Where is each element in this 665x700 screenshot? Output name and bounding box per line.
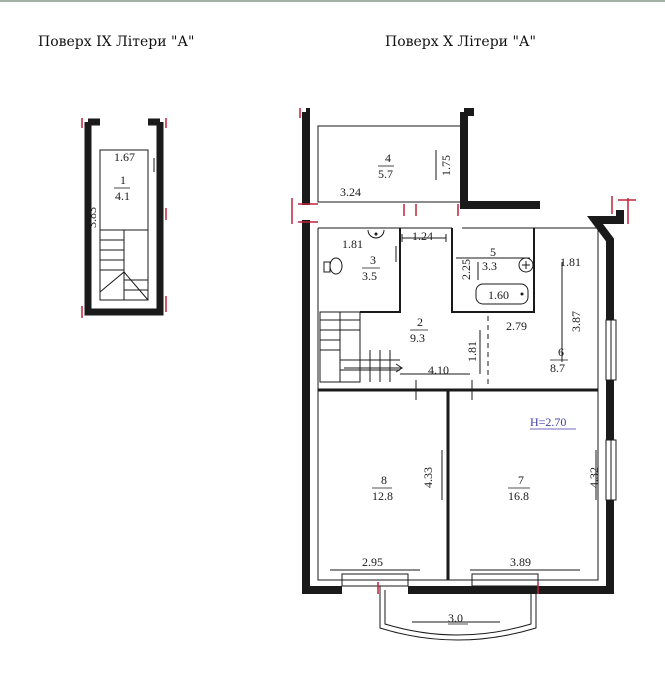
floor-10-heading: Поверх X Літери "А" [385, 34, 536, 50]
room-6-area: 8.7 [550, 361, 565, 375]
room-2-number: 2 [417, 315, 423, 329]
floor-9-room-1-number: 1 [120, 173, 126, 187]
toilet [329, 257, 343, 275]
floor-9-room-1-area: 4.1 [115, 189, 130, 203]
room-5-number: 5 [490, 245, 496, 259]
dim-3-24: 3.24 [340, 185, 361, 199]
room-7-number: 7 [518, 473, 524, 487]
room-4-outline [317, 125, 465, 203]
dim-4-32: 4.32 [587, 467, 601, 488]
floor-10-outer-wall [302, 108, 624, 594]
room-2-area: 9.3 [410, 331, 425, 345]
floor-10-stair [319, 311, 403, 383]
balcony-inner [384, 590, 532, 636]
dim-2-25: 2.25 [459, 259, 473, 280]
floor-10-wall-marks [291, 108, 636, 594]
dim-1-81-hall: 1.81 [465, 341, 479, 362]
room-4-number: 4 [385, 151, 391, 165]
dim-3-0: 3.0 [448, 611, 463, 625]
room-5-label: 5 3.3 [482, 245, 497, 273]
room-6-number: 6 [558, 345, 564, 359]
dim-4-10: 4.10 [428, 363, 449, 377]
balcony-outline [379, 586, 537, 641]
bathtub-drain [520, 292, 524, 296]
room-8-label: 8 12.8 [372, 473, 393, 503]
room-3-number: 3 [370, 253, 376, 267]
room-8-number: 8 [381, 473, 387, 487]
dim-1-24: 1.24 [412, 229, 433, 243]
dim-1-81-wc: 1.81 [342, 237, 363, 251]
floor-10-inner-top [318, 227, 599, 380]
right-windows [605, 319, 617, 501]
floor-10-plan [291, 108, 636, 641]
room-8-area: 12.8 [372, 489, 393, 503]
bathtub [475, 283, 529, 305]
room-6-label: 6 8.7 [550, 345, 568, 375]
dim-3-89: 3.89 [510, 555, 531, 569]
dim-1-60: 1.60 [488, 288, 509, 302]
room-3-area: 3.5 [362, 269, 377, 283]
floor-9-dim-width: 1.67 [114, 150, 135, 164]
ceiling-height-note: H=2.70 [530, 415, 566, 429]
room-7-label: 7 16.8 [508, 473, 530, 503]
room-5-area: 3.3 [482, 259, 497, 273]
floor-9-heading: Поверх IX Літери "А" [38, 34, 195, 50]
bathroom-wall [451, 228, 535, 313]
dim-3-87: 3.87 [569, 311, 583, 332]
room-4-area: 5.7 [378, 167, 393, 181]
wc-basin [367, 229, 385, 239]
floor-9-outer-wall [84, 122, 164, 316]
wc-wall [360, 228, 401, 313]
dim-2-79: 2.79 [506, 319, 527, 333]
room-2-label: 2 9.3 [410, 315, 428, 345]
floor-9-wall-marks [81, 118, 167, 318]
top-border-line [0, 0, 665, 2]
floor-10-inner-frame [317, 228, 599, 581]
floor-9-dim-length: 3.83 [85, 207, 99, 228]
dim-1-81-room6: 1.81 [560, 255, 581, 269]
dimension-ticks [330, 150, 597, 623]
dim-2-95: 2.95 [362, 555, 383, 569]
bottom-windows [341, 573, 539, 587]
room-7-area: 16.8 [508, 489, 529, 503]
room-4-label: 4 5.7 [378, 151, 394, 181]
dim-1-75: 1.75 [439, 155, 453, 176]
floor-9-stair [99, 229, 149, 301]
dim-4-33: 4.33 [421, 467, 435, 488]
floor-9-plan [81, 118, 167, 318]
room-3-label: 3 3.5 [362, 253, 380, 283]
